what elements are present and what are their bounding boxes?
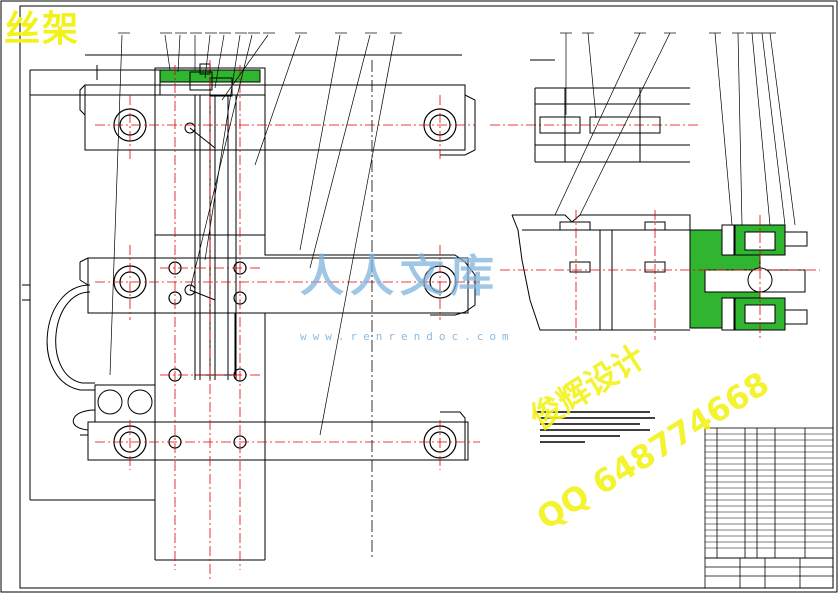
technical-notes xyxy=(535,411,655,443)
front-view xyxy=(22,54,476,561)
url-watermark: www.renrendoc.com xyxy=(300,330,515,343)
title-watermark: 丝架 xyxy=(4,9,81,50)
side-view-leaders xyxy=(709,32,796,226)
drawing-frame-inner xyxy=(19,5,834,589)
parts-list-rows xyxy=(705,433,833,549)
front-view-centerlines xyxy=(95,60,700,580)
section-view-a-leaders xyxy=(554,32,676,216)
side-view-centerlines xyxy=(500,210,820,340)
section-view-a xyxy=(530,59,690,163)
side-section-view xyxy=(511,214,691,331)
brand-watermark: 人人文库 xyxy=(300,251,500,302)
leader-lines xyxy=(109,34,396,436)
side-section-hatched xyxy=(689,224,808,331)
title-block xyxy=(704,557,834,589)
parts-list-table xyxy=(704,427,834,559)
